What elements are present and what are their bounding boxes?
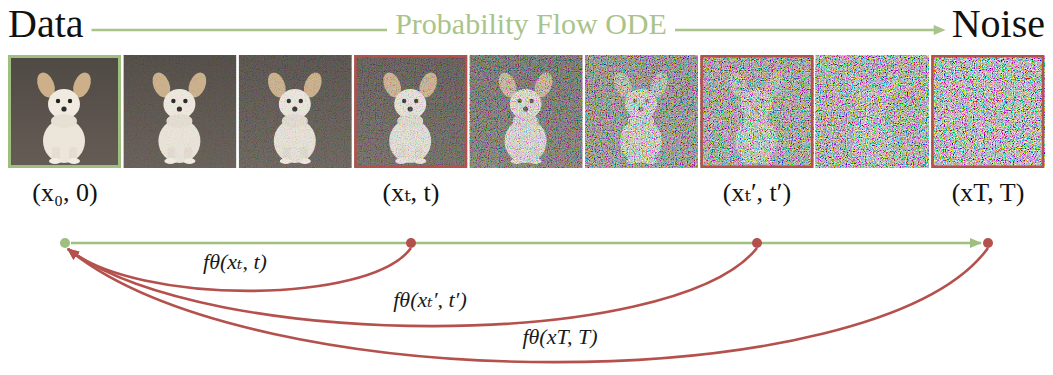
frame-border bbox=[932, 56, 1042, 167]
image-frame bbox=[816, 55, 929, 168]
coordinate-label: (x₀, 0) bbox=[32, 178, 97, 208]
dog-photo bbox=[239, 55, 352, 168]
consistency-arrow bbox=[68, 248, 988, 362]
noise-layer bbox=[700, 55, 813, 168]
consistency-arrow bbox=[68, 248, 757, 326]
dog-photo bbox=[816, 55, 929, 168]
image-frame bbox=[8, 55, 121, 168]
process-label: Probability Flow ODE bbox=[387, 9, 675, 39]
frame-border bbox=[702, 56, 813, 167]
timeline-arrow bbox=[71, 242, 981, 245]
time-point: (xₜ′, t′) bbox=[717, 178, 798, 248]
dog-photo bbox=[931, 55, 1044, 168]
time-dot bbox=[60, 238, 70, 248]
frame-border bbox=[355, 56, 466, 167]
image-frame bbox=[239, 55, 352, 168]
time-dot bbox=[406, 238, 416, 248]
noise-layer bbox=[585, 55, 698, 168]
image-frame bbox=[585, 55, 698, 168]
noise-layer bbox=[354, 55, 467, 168]
axis-end-label: Data bbox=[8, 4, 84, 44]
time-point: (xₜ, t) bbox=[377, 178, 446, 248]
function-label: fθ(xT, T) bbox=[519, 324, 600, 349]
coordinate-label: (xₜ′, t′) bbox=[723, 178, 791, 208]
image-frame bbox=[123, 55, 236, 168]
coordinate-label: (xT, T) bbox=[952, 178, 1025, 208]
frame-border bbox=[10, 57, 120, 167]
image-frame bbox=[931, 55, 1044, 168]
function-label: fθ(xₜ′, t′) bbox=[390, 287, 470, 312]
noise-layer bbox=[470, 55, 583, 168]
time-dot bbox=[752, 238, 762, 248]
axis-end-label: Noise bbox=[952, 4, 1045, 44]
noise-layer bbox=[816, 55, 929, 168]
noise-layer bbox=[239, 55, 352, 168]
ode-arrow-head bbox=[934, 25, 946, 35]
time-point: (xT, T) bbox=[946, 178, 1031, 248]
dog-photo bbox=[470, 55, 583, 168]
time-point: (x₀, 0) bbox=[26, 178, 104, 248]
dog-photo bbox=[354, 55, 467, 168]
dog-photo bbox=[8, 55, 121, 168]
image-frame bbox=[700, 55, 813, 168]
dog-photo bbox=[585, 55, 698, 168]
dog-photo bbox=[123, 55, 236, 168]
consistency-arrow bbox=[68, 248, 411, 291]
dog-photo bbox=[700, 55, 813, 168]
image-frame bbox=[470, 55, 583, 168]
function-label: fθ(xₜ, t) bbox=[200, 249, 270, 274]
noise-layer bbox=[931, 55, 1044, 168]
time-dot bbox=[983, 238, 993, 248]
noise-layer bbox=[123, 55, 236, 168]
image-frame bbox=[354, 55, 467, 168]
coordinate-label: (xₜ, t) bbox=[383, 178, 440, 208]
